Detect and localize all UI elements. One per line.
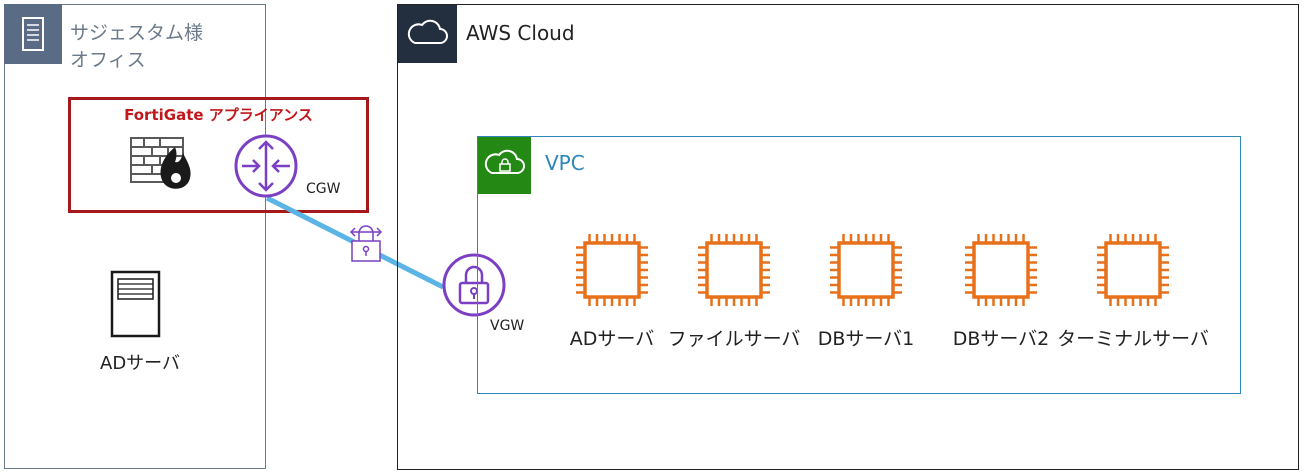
- office-ad-server-label: ADサーバ: [100, 353, 180, 374]
- ec2-instance-label: ファイルサーバ: [667, 328, 801, 350]
- vgw-label: VGW: [490, 318, 525, 334]
- vpc-group: [477, 136, 1241, 394]
- ec2-instances: [576, 234, 1169, 306]
- ec2-instance-icon: [830, 234, 902, 306]
- ec2-instance-label: DBサーバ2: [952, 328, 1050, 350]
- ec2-instance-icon: [576, 234, 648, 306]
- cloud-icon: [398, 5, 457, 63]
- firewall-icon: [130, 137, 191, 189]
- office-building-icon: [4, 4, 62, 64]
- vpn-gateway-icon: [442, 253, 506, 317]
- ec2-instance-label: ターミナルサーバ: [1057, 328, 1209, 350]
- office-group: [4, 4, 266, 469]
- aws-cloud-group: [397, 4, 1299, 470]
- ec2-instance-label: DBサーバ1: [817, 328, 915, 350]
- ad-server-icon: [110, 270, 161, 338]
- vpn-connection-icon: [349, 225, 383, 262]
- fortigate-appliance-box: [68, 97, 369, 213]
- office-title: サジェスタム様 オフィス: [70, 22, 204, 71]
- aws-cloud-title: AWS Cloud: [466, 21, 575, 45]
- ec2-instance-icon: [965, 234, 1037, 306]
- ec2-instance-icon: [1097, 234, 1169, 306]
- router-icon: [234, 134, 298, 198]
- ec2-instance-icon: [698, 234, 770, 306]
- vpc-cloud-lock-icon: [478, 137, 531, 194]
- cgw-label: CGW: [306, 181, 341, 197]
- fortigate-title: FortiGate アプライアンス: [124, 106, 313, 124]
- ec2-instance-label: ADサーバ: [569, 328, 655, 350]
- vpc-title: VPC: [545, 151, 585, 175]
